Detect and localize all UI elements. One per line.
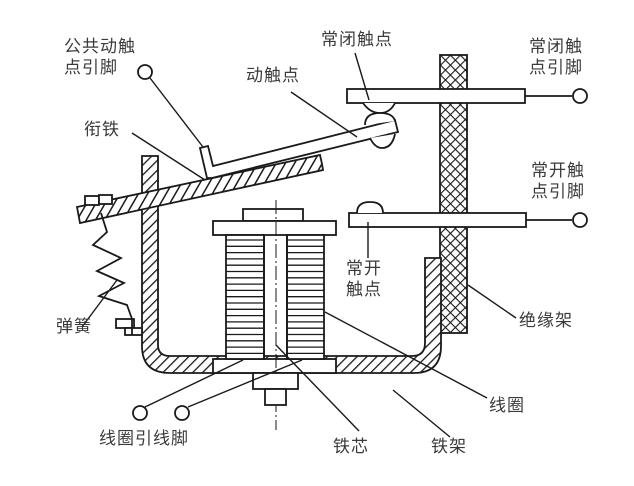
bobbin-top	[212, 220, 337, 236]
armature-screw	[84, 195, 100, 206]
no-contact-spring	[348, 212, 527, 228]
label-insulating-frame: 绝缘架	[519, 311, 573, 331]
label-armature: 衔铁	[84, 120, 120, 140]
label-no-contact-pin: 常开触 点引脚	[531, 161, 585, 202]
coil-lead-pin-1	[132, 405, 148, 421]
armature	[75, 153, 325, 225]
core-cap	[242, 208, 304, 222]
label-nc-contact: 常闭触点	[321, 30, 393, 50]
leader-lines	[81, 52, 517, 438]
label-coil-lead-pins: 线圈引线脚	[99, 429, 189, 449]
label-nc-contact-pin: 常闭触 点引脚	[529, 37, 583, 78]
nc-pin-terminal	[572, 88, 588, 104]
label-moving-contact: 动触点	[246, 66, 300, 86]
common-pin-terminal	[137, 64, 153, 80]
bottom-nut	[252, 372, 299, 390]
label-no-contact: 常开 触点	[346, 259, 382, 300]
moving-contact-arm	[198, 118, 400, 179]
label-coil: 线圈	[489, 396, 525, 416]
nc-contact-spring	[346, 88, 526, 104]
label-spring: 弹簧	[56, 317, 92, 337]
iron-frame	[141, 155, 442, 374]
no-pin-terminal	[572, 212, 588, 228]
coil-lead-pin-2	[174, 405, 190, 421]
label-common-contact-pin: 公共动触 点引脚	[64, 37, 136, 78]
label-iron-core: 铁芯	[333, 437, 369, 457]
spring	[91, 212, 133, 320]
label-iron-frame: 铁架	[431, 437, 467, 457]
